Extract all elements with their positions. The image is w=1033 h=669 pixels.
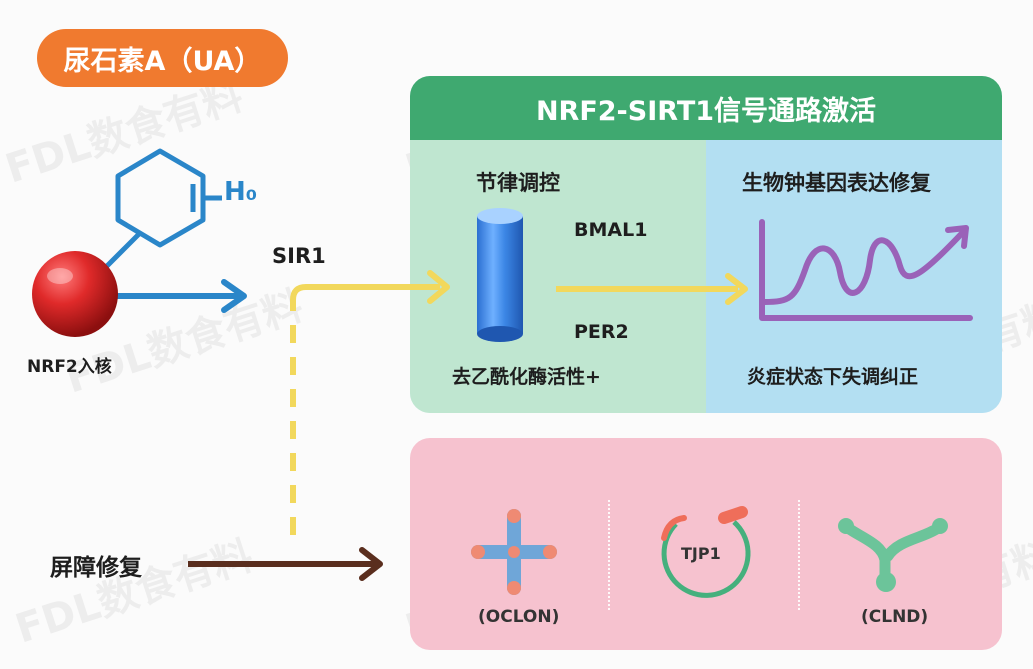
deacetylase-caption: 去乙酰化酶活性+: [452, 366, 601, 388]
sir1-arrow-line: [290, 284, 440, 301]
pathway-header-text: NRF2-SIRT1信号通路激活: [535, 95, 877, 127]
molecule-tail-label: H₀: [224, 177, 258, 207]
barrier-repair-label: 屏障修复: [50, 555, 142, 581]
gene-per2: PER2: [574, 321, 629, 343]
nrf2-arrow-head: [221, 279, 247, 313]
clnd-label: (CLND): [861, 607, 929, 627]
clock-gene-section: [706, 140, 1002, 413]
nrf2-label: NRF2入核: [27, 357, 112, 377]
oclon-label: (OCLON): [478, 607, 560, 627]
rhythm-title: 节律调控: [476, 171, 560, 195]
clnd-icon: [842, 522, 944, 584]
title-text: 尿石素A（UA）: [63, 45, 262, 77]
rhythm-arrow-head: [725, 273, 748, 305]
barrier-divider-2: [798, 500, 800, 610]
clnd-node-left: [838, 518, 854, 534]
cylinder-icon: [477, 208, 523, 342]
gene-bmal1: BMAL1: [574, 219, 648, 241]
sphere-highlight: [47, 268, 73, 284]
molecule-structure: [103, 148, 222, 270]
sir1-arrow-head: [427, 270, 450, 304]
pathway-header: NRF2-SIRT1信号通路激活: [410, 76, 1002, 140]
clnd-node-right: [932, 518, 948, 534]
inflammation-caption: 炎症状态下失调纠正: [747, 366, 919, 388]
barrier-divider-1: [608, 500, 610, 610]
pathway-panel: NRF2-SIRT1信号通路激活: [410, 76, 1002, 413]
oclon-icon: [471, 509, 557, 595]
rhythm-regulation-section: [410, 140, 706, 413]
tjp1-icon: [661, 506, 751, 598]
barrier-arrow-head: [359, 547, 383, 581]
title-badge: 尿石素A（UA）: [37, 29, 288, 87]
tjp1-label: TJP1: [681, 544, 721, 563]
nrf2-sphere: [32, 251, 118, 337]
clock-gene-title: 生物钟基因表达修复: [742, 171, 931, 195]
sir1-label: SIR1: [272, 244, 326, 268]
clnd-node-bottom: [876, 572, 896, 592]
expression-curve-icon: [759, 219, 973, 321]
